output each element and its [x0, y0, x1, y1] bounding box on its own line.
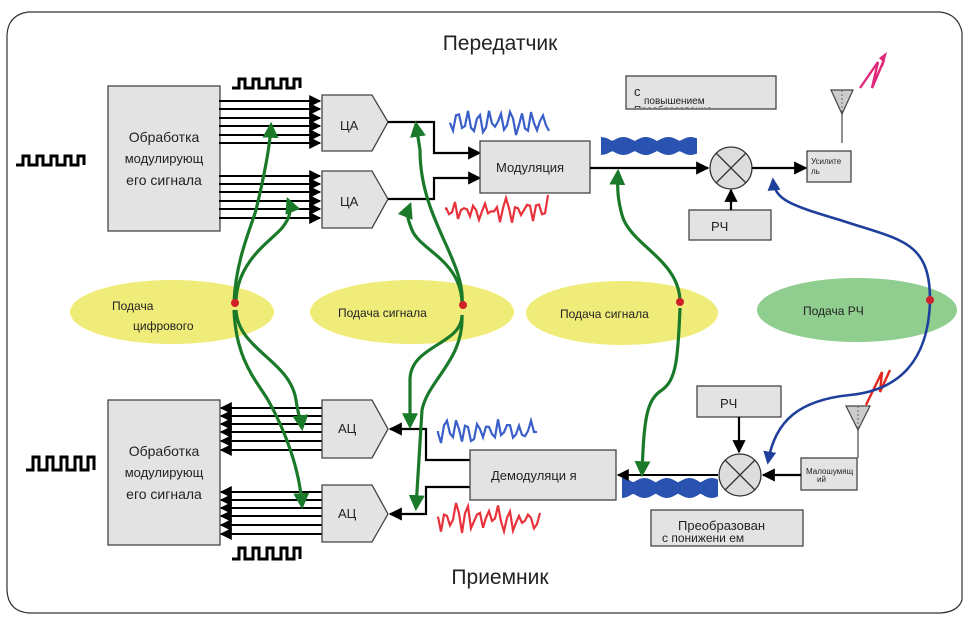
tx-rf-label: РЧ: [711, 219, 728, 234]
upconversion-block[interactable]: [625, 75, 777, 110]
tx-processing-label-1: Обработка: [129, 129, 200, 145]
lna-label-1: Малошумящ: [806, 467, 854, 476]
clock-wave-icon: [232, 77, 302, 90]
ellipse-rf-feed: [757, 278, 957, 342]
rx-processing-label-1: Обработка: [129, 443, 200, 459]
dac1-to-modulator: [388, 120, 482, 160]
rx-rf-block[interactable]: [696, 385, 782, 418]
demodulator-to-adc2: [388, 485, 470, 521]
probe-dot: [926, 296, 934, 304]
downconversion-block[interactable]: [650, 509, 804, 547]
modulation-block[interactable]: [479, 140, 591, 194]
clock-wave-icon: [16, 154, 86, 167]
rx-processing-label-2: модулирующ: [125, 465, 204, 480]
ellipse-digital-feed-line1: Подача: [112, 299, 154, 313]
tx-signal-icon: [859, 59, 886, 89]
modulated-waveform-rx: [622, 478, 718, 498]
rx-processing-label-3: его сигнала: [126, 486, 202, 502]
ellipse-digital-feed: [70, 280, 274, 344]
rx-mixer[interactable]: [718, 453, 762, 497]
clock-wave-icon: [232, 546, 302, 561]
amplifier-block[interactable]: [806, 150, 852, 183]
rx-signal-icon: [864, 369, 892, 406]
tx-rf-block[interactable]: [688, 209, 772, 241]
modulation-label: Модуляция: [496, 160, 564, 175]
tx-processing-label-2: модулирующ: [125, 151, 204, 166]
probe-dot: [459, 301, 467, 309]
tx-antenna-icon: [830, 89, 854, 143]
transmitter-title: Передатчик: [443, 32, 558, 55]
i-waveform-rx: [436, 416, 537, 444]
ellipse-signal-feed-2-label: Подача сигнала: [560, 307, 649, 321]
rx-processing-block[interactable]: [107, 399, 221, 546]
tx-processing-label-3: его сигнала: [126, 172, 202, 188]
upconversion-label-2: повышением: [644, 96, 705, 107]
i-waveform-tx: [448, 108, 550, 136]
adc-block-2[interactable]: [321, 484, 389, 543]
rx-data-bus: [219, 402, 322, 540]
ellipse-digital-feed-line2: цифрового: [133, 319, 194, 333]
demodulation-label: Демодуляци я: [491, 468, 577, 483]
lna-label-2: ий: [817, 475, 826, 484]
rx-antenna-icon: [845, 405, 871, 458]
clock-wave-icon: [26, 455, 96, 472]
demodulator-to-adc1: [388, 422, 470, 462]
dac-label-1: ЦА: [340, 118, 359, 133]
q-waveform-rx: [436, 502, 542, 536]
adc-block-1[interactable]: [321, 399, 389, 459]
ellipse-signal-feed-1-label: Подача сигнала: [338, 306, 427, 320]
tx-mixer[interactable]: [709, 146, 753, 190]
signal-probe-lines: [397, 120, 464, 512]
downconversion-label-2: с понижени ем: [662, 531, 744, 545]
q-waveform-tx: [444, 194, 550, 224]
tx-data-bus: [219, 95, 322, 224]
dac-label-2: ЦА: [340, 194, 359, 209]
adc-label-1: АЦ: [338, 421, 357, 436]
receiver-title: Приемник: [451, 566, 549, 589]
ellipse-rf-feed-label: Подача РЧ: [803, 304, 864, 318]
downconversion-label-1: Преобразован: [678, 518, 765, 533]
dac2-to-modulator: [388, 171, 482, 201]
upconversion-label-1: с: [634, 84, 641, 99]
modulation-probe-lines: [609, 168, 682, 478]
tx-processing-block[interactable]: [107, 85, 221, 232]
outer-frame: [6, 11, 963, 614]
probe-dot: [676, 298, 684, 306]
adc-label-2: АЦ: [338, 506, 357, 521]
amplifier-label-1: Усилите: [811, 157, 842, 166]
demodulation-block[interactable]: [469, 449, 617, 501]
digital-probe-lines: [232, 121, 310, 510]
dac-block-1[interactable]: [321, 94, 389, 152]
dac-block-2[interactable]: [321, 170, 389, 229]
lna-block[interactable]: [800, 457, 858, 491]
amplifier-label-2: ль: [811, 167, 820, 176]
upconversion-label-3: Преобразование: [634, 104, 713, 116]
probe-dot: [231, 299, 239, 307]
rf-probe-lines: [763, 177, 932, 465]
tx-signal-arrow-icon: [879, 52, 887, 63]
rx-rf-label: РЧ: [720, 396, 737, 411]
modulated-waveform-tx: [601, 137, 697, 155]
ellipse-signal-feed-2: [526, 281, 718, 345]
